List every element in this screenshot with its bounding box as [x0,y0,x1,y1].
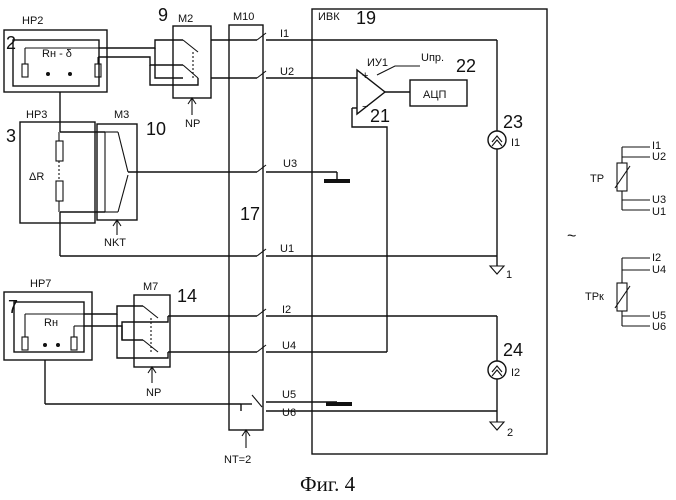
block-hp2: НР2 2 Rн - δ [4,15,107,92]
block-m2: 9 М2 NP [158,5,211,130]
adc-number: 22 [456,56,476,76]
m3-name: М3 [114,109,129,121]
tpk-name: TPк [585,291,604,303]
line-u3-label: U3 [283,158,297,170]
hp7-number: 7 [8,297,18,317]
adc-name: АЦП [423,89,446,101]
ivk-number: 19 [356,8,376,28]
m2-number: 9 [158,5,168,25]
figure-caption: Фиг. 4 [300,472,356,496]
m7-name: М7 [143,281,158,293]
tpk-pin-4: U6 [652,321,666,333]
block-hp3: НР3 3 ΔR [6,109,95,223]
tp-name: TP [590,173,604,185]
block-m3: М3 10 NKT [97,109,166,249]
nt-label: NT=2 [224,454,251,466]
amp-upr-label: Uпр. [421,52,444,64]
m10-name: М10 [233,11,254,23]
switch-number: 17 [240,204,260,224]
src2-label: I2 [511,367,520,379]
block-ivk: ИВК 19 [312,8,547,454]
hp3-resistor-label: ΔR [29,171,44,183]
hp2-resistor-label: Rн - δ [42,48,72,60]
hp7-resistor-label: Rн [44,317,58,329]
block-m10: М10 17 NT=2 [224,11,263,466]
line-i2-label: I2 [282,304,291,316]
hp2-number: 2 [6,33,16,53]
tp-pin-3: U3 [652,194,666,206]
amp-name: ИУ1 [367,57,388,69]
src1-label: I1 [511,137,520,149]
line-i1-label: I1 [280,28,289,40]
current-source-i2: 24 I2 2 [488,316,523,439]
tp-pin-2: U2 [652,151,666,163]
hp3-name: НР3 [26,109,47,121]
m2-name: М2 [178,13,193,25]
m7-number: 14 [177,286,197,306]
tp-pin-4: U1 [652,206,666,218]
m3-number: 10 [146,119,166,139]
hp2-name: НР2 [22,15,43,27]
ivk-name: ИВК [318,11,340,23]
m7-ctrl-label: NP [146,387,161,399]
block-m7: М7 14 NP [134,281,197,399]
hp7-name: НР7 [30,278,51,290]
ground1-label: 1 [506,269,512,281]
tpk-pin-2: U4 [652,264,666,276]
src2-number: 24 [503,340,523,360]
tpk-pin-1: I2 [652,252,661,264]
svg-text:−: − [362,101,368,113]
svg-text:+: + [362,70,368,82]
amp-number: 21 [370,106,390,126]
src1-number: 23 [503,112,523,132]
line-u6-label: U6 [282,407,296,419]
line-u1-label: U1 [280,243,294,255]
line-u2-label: U2 [280,66,294,78]
hp3-number: 3 [6,126,16,146]
line-u5-label: U5 [282,389,296,401]
m3-ctrl-label: NKT [104,237,126,249]
legend-tp: TP I1 U2 U3 U1 [590,140,666,218]
current-source-i1: 23 I1 1 [488,40,523,281]
legend-tpk: TPк I2 U4 U5 U6 [585,252,666,333]
block-hp7: НР7 7 Rн [4,278,92,360]
m2-ctrl-label: NP [185,118,200,130]
ground2-label: 2 [507,427,513,439]
tilde-symbol: ~ [567,228,576,245]
line-u4-label: U4 [282,340,296,352]
